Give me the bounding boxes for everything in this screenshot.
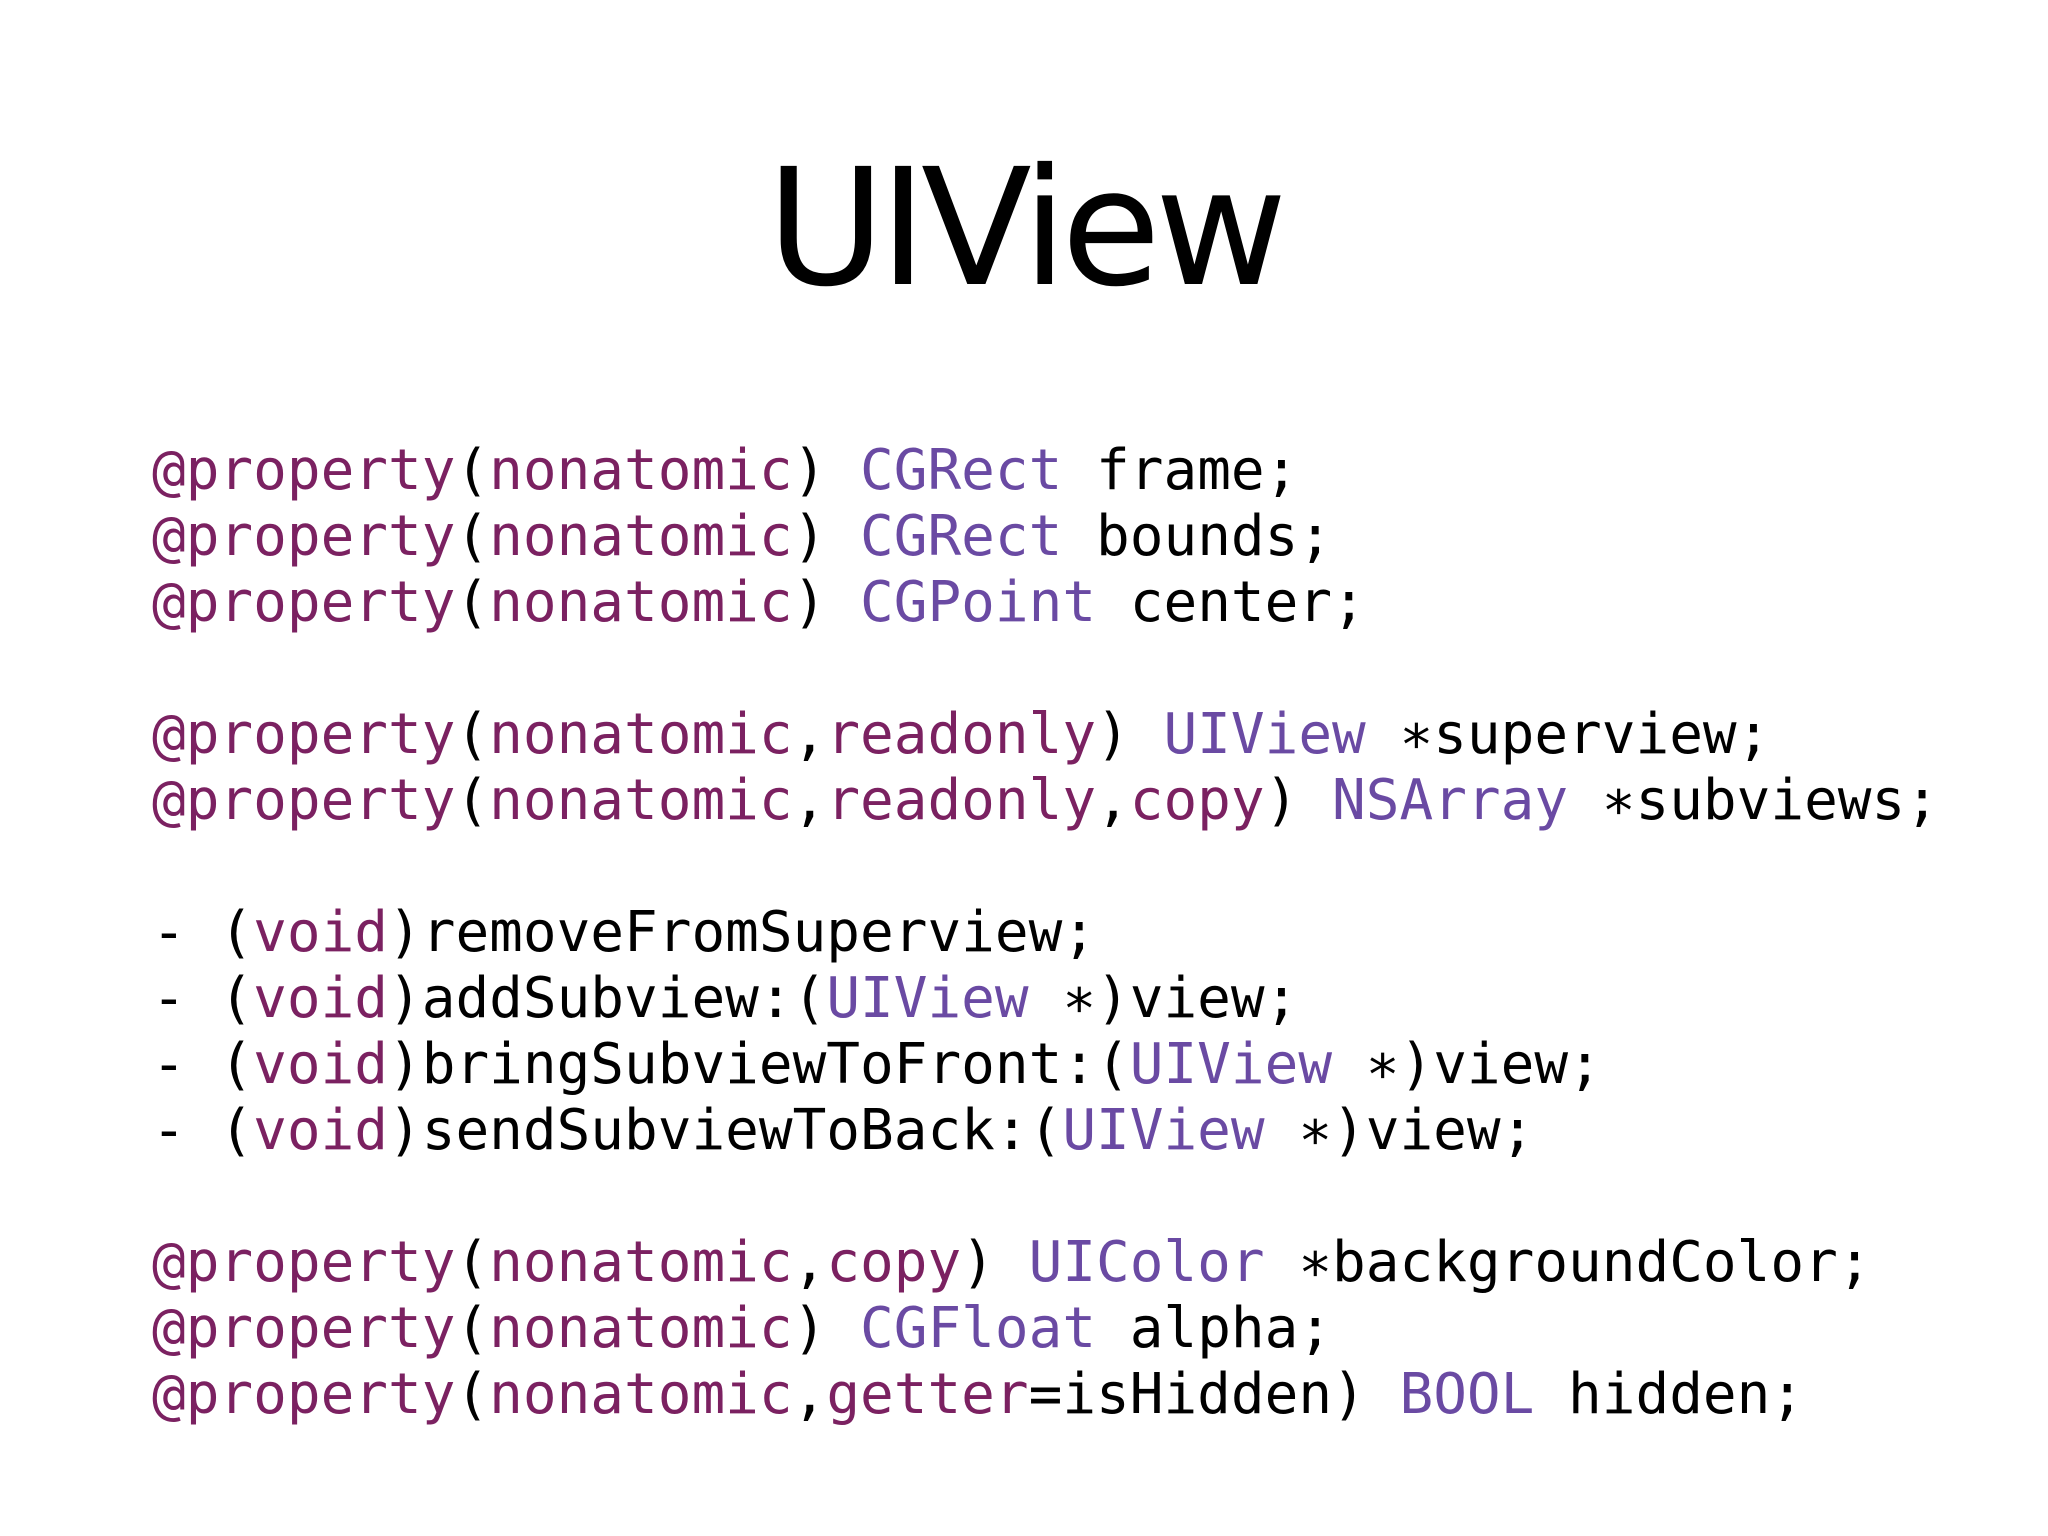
- code-line: @property(nonatomic,copy) UIColor ∗backg…: [152, 1230, 1939, 1296]
- code-line: @property(nonatomic) CGPoint center;: [152, 570, 1939, 636]
- keyword-token: void: [253, 1032, 389, 1097]
- code-text-token: ,: [792, 768, 827, 833]
- code-line: @property(nonatomic,readonly,copy) NSArr…: [152, 768, 1939, 834]
- code-text-token: - (: [152, 900, 254, 965]
- code-text-token: (: [455, 1362, 490, 1427]
- code-text-token: (: [455, 504, 490, 569]
- keyword-token: void: [253, 900, 389, 965]
- code-text-token: )addSubview:(: [388, 966, 827, 1031]
- code-text-token: )sendSubviewToBack:(: [388, 1098, 1063, 1163]
- code-text-token: ∗backgroundColor;: [1264, 1230, 1872, 1295]
- code-text-token: ,: [792, 1230, 827, 1295]
- type-token: CGRect: [860, 504, 1063, 569]
- keyword-token: @property: [152, 1362, 456, 1427]
- code-text-token: ): [1264, 768, 1333, 833]
- code-text-token: - (: [152, 1098, 254, 1163]
- keyword-token: copy: [1129, 768, 1265, 833]
- code-block: @property(nonatomic) CGRect frame;@prope…: [152, 438, 1939, 1428]
- type-token: UIView: [1163, 702, 1366, 767]
- group-spacer: [152, 834, 1939, 900]
- keyword-token: @property: [152, 1230, 456, 1295]
- type-token: UIView: [826, 966, 1029, 1031]
- keyword-token: @property: [152, 1296, 456, 1361]
- code-text-token: ,: [792, 1362, 827, 1427]
- code-line: - (void)removeFromSuperview;: [152, 900, 1939, 966]
- code-text-token: - (: [152, 1032, 254, 1097]
- group-spacer: [152, 636, 1939, 702]
- keyword-token: @property: [152, 570, 456, 635]
- keyword-token: nonatomic: [489, 768, 793, 833]
- code-text-token: ∗superview;: [1365, 702, 1771, 767]
- code-line: @property(nonatomic,readonly) UIView ∗su…: [152, 702, 1939, 768]
- code-text-token: ): [1096, 702, 1164, 767]
- code-text-token: bounds;: [1062, 504, 1333, 569]
- keyword-token: readonly: [826, 702, 1097, 767]
- keyword-token: getter: [826, 1362, 1029, 1427]
- code-line: @property(nonatomic,getter=isHidden) BOO…: [152, 1362, 1939, 1428]
- code-text-token: (: [455, 438, 490, 503]
- code-text-token: ∗)view;: [1028, 966, 1299, 1031]
- keyword-token: nonatomic: [489, 1362, 793, 1427]
- code-text-token: (: [455, 768, 490, 833]
- keyword-token: @property: [152, 702, 456, 767]
- code-text-token: (: [455, 702, 490, 767]
- code-text-token: ,: [1096, 768, 1130, 833]
- keyword-token: nonatomic: [489, 1296, 793, 1361]
- code-text-token: )removeFromSuperview;: [388, 900, 1097, 965]
- code-text-token: ): [792, 1296, 861, 1361]
- type-token: UIView: [1129, 1032, 1333, 1097]
- code-text-token: ): [792, 504, 861, 569]
- type-token: CGPoint: [860, 570, 1097, 635]
- keyword-token: @property: [152, 438, 456, 503]
- code-text-token: frame;: [1062, 438, 1299, 503]
- code-text-token: (: [455, 1296, 490, 1361]
- keyword-token: @property: [152, 504, 456, 569]
- slide-title: UIView: [766, 135, 1288, 323]
- keyword-token: nonatomic: [489, 504, 793, 569]
- type-token: UIColor: [1028, 1230, 1265, 1295]
- code-text-token: (: [455, 1230, 490, 1295]
- code-text-token: ,: [792, 702, 827, 767]
- code-text-token: ): [792, 570, 861, 635]
- code-line: - (void)addSubview:(UIView ∗)view;: [152, 966, 1939, 1032]
- type-token: CGFloat: [860, 1296, 1097, 1361]
- code-text-token: (: [455, 570, 490, 635]
- code-line: @property(nonatomic) CGFloat alpha;: [152, 1296, 1939, 1362]
- code-text-token: ∗subviews;: [1568, 768, 1939, 833]
- code-text-token: )bringSubviewToFront:(: [388, 1032, 1130, 1097]
- code-text-token: ∗)view;: [1264, 1098, 1535, 1163]
- code-text-token: center;: [1096, 570, 1366, 635]
- code-line: @property(nonatomic) CGRect bounds;: [152, 504, 1939, 570]
- code-line: @property(nonatomic) CGRect frame;: [152, 438, 1939, 504]
- keyword-token: @property: [152, 768, 456, 833]
- code-text-token: hidden;: [1534, 1362, 1805, 1427]
- keyword-token: void: [253, 1098, 389, 1163]
- group-spacer: [152, 1164, 1939, 1230]
- code-text-token: alpha;: [1096, 1296, 1333, 1361]
- code-text-token: ): [792, 438, 861, 503]
- code-text-token: =isHidden): [1028, 1362, 1400, 1427]
- keyword-token: nonatomic: [489, 702, 793, 767]
- keyword-token: copy: [826, 1230, 962, 1295]
- code-line: - (void)sendSubviewToBack:(UIView ∗)view…: [152, 1098, 1939, 1164]
- type-token: NSArray: [1332, 768, 1569, 833]
- type-token: CGRect: [860, 438, 1063, 503]
- type-token: BOOL: [1399, 1362, 1535, 1427]
- code-line: - (void)bringSubviewToFront:(UIView ∗)vi…: [152, 1032, 1939, 1098]
- keyword-token: readonly: [826, 768, 1097, 833]
- code-text-token: ): [961, 1230, 1029, 1295]
- code-text-token: ∗)view;: [1332, 1032, 1602, 1097]
- keyword-token: nonatomic: [489, 570, 793, 635]
- code-text-token: - (: [152, 966, 254, 1031]
- type-token: UIView: [1062, 1098, 1265, 1163]
- keyword-token: void: [253, 966, 389, 1031]
- keyword-token: nonatomic: [489, 1230, 793, 1295]
- keyword-token: nonatomic: [489, 438, 793, 503]
